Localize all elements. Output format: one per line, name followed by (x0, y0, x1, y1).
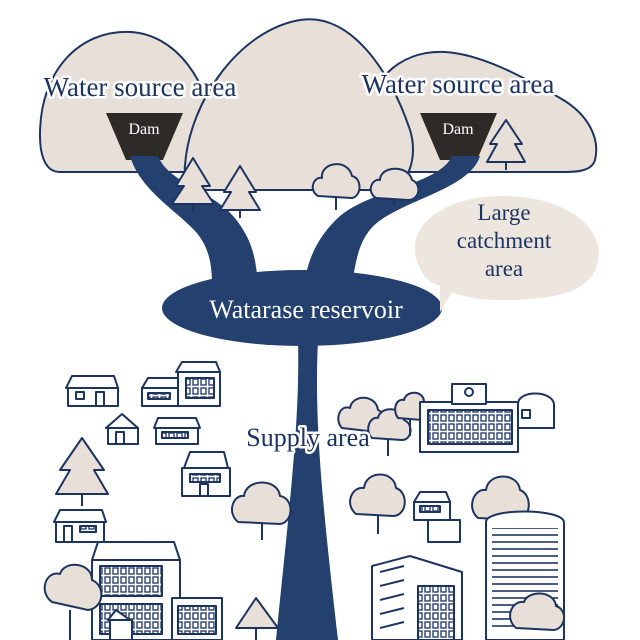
callout-bubble (414, 196, 599, 312)
round-tree (369, 167, 420, 204)
house (413, 491, 461, 543)
dam-right-label: Dam (442, 121, 474, 138)
school-building (419, 383, 519, 453)
office-tower (371, 555, 463, 640)
reservoir-label: Watarase reservoir (209, 295, 403, 324)
dam-left-label: Dam (128, 121, 160, 138)
town (43, 361, 565, 640)
apartment-building (91, 541, 181, 640)
callout-line-2: catchment (457, 228, 552, 253)
house (53, 509, 107, 543)
house (105, 413, 139, 445)
house (181, 451, 231, 497)
round-tree (349, 473, 406, 534)
watarase-reservoir (162, 270, 442, 346)
supply-channel (276, 340, 338, 640)
mountains (38, 18, 598, 191)
building-small (175, 361, 221, 407)
supply-area-label: Supply area (246, 423, 370, 452)
round-tree (311, 163, 361, 210)
dam-left: Dam (106, 113, 183, 160)
round-tree (230, 481, 292, 540)
mountain-trees (171, 119, 526, 218)
callout-line-1: Large (477, 200, 530, 225)
conifer-tree (486, 119, 526, 170)
water-source-left-label: Water source area (44, 72, 237, 102)
house (153, 417, 201, 445)
river-right (304, 156, 480, 285)
river-system (130, 156, 480, 640)
water-source-right-label: Water source area (362, 69, 555, 99)
conifer-tree (235, 597, 279, 640)
mountain-center (183, 18, 414, 191)
building-small (171, 597, 223, 640)
conifer-tree (219, 165, 261, 218)
house (107, 609, 133, 640)
conifer-tree (55, 437, 109, 506)
dam-right: Dam (420, 113, 497, 160)
callout-line-3: area (485, 256, 523, 281)
river-left (130, 156, 258, 285)
warehouse (517, 392, 555, 429)
round-tree (43, 564, 103, 640)
round-tree (509, 592, 565, 631)
house (65, 375, 119, 407)
conifer-tree (171, 157, 215, 212)
